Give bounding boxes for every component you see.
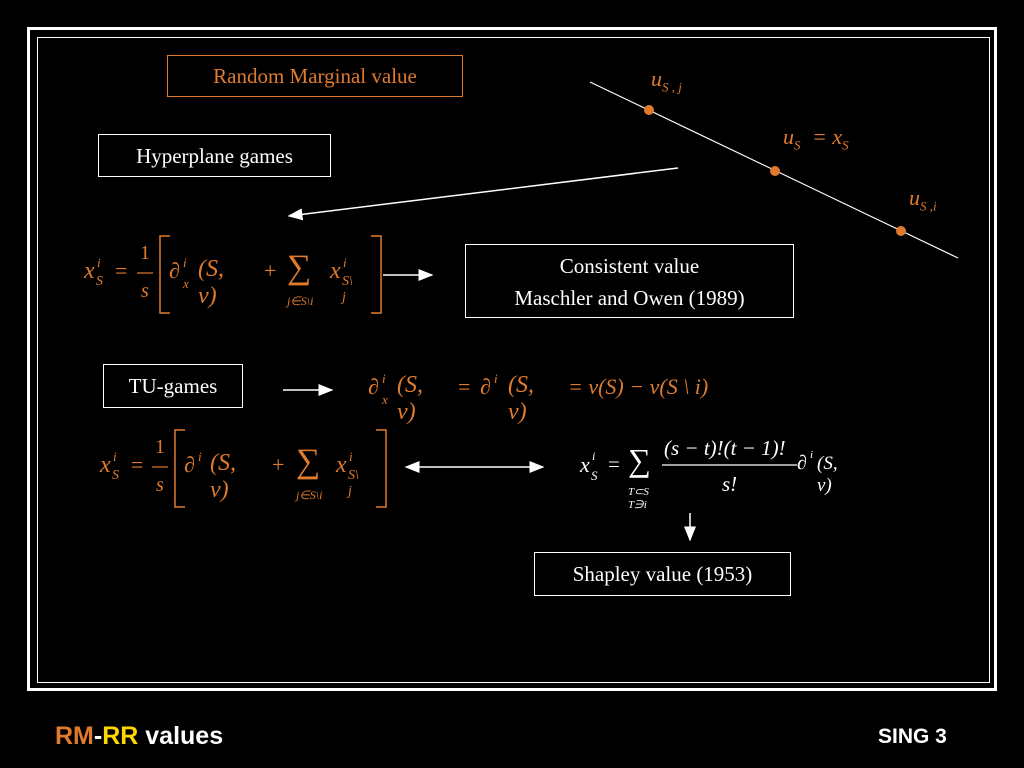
random-marginal-value-label: Random Marginal value bbox=[213, 64, 417, 88]
sh-sub-s: S bbox=[591, 468, 598, 483]
consistent-value-label: Consistent value bbox=[559, 254, 700, 278]
f1-sum-sub: j∈S\i bbox=[287, 294, 314, 308]
tu-s-v: (S, v) bbox=[397, 372, 423, 425]
f1-partial: ∂ bbox=[169, 258, 180, 283]
sh-x: x bbox=[580, 452, 590, 477]
f1-x2: x bbox=[330, 258, 341, 284]
f1-eq: = bbox=[115, 258, 128, 283]
f1-s-v: (S, v) bbox=[198, 256, 224, 309]
random-marginal-value-box: Random Marginal value bbox=[167, 55, 463, 97]
tu-partial: ∂ bbox=[368, 374, 379, 399]
f2-s-v: (S, v) bbox=[210, 450, 236, 503]
f1-one: 1 bbox=[140, 242, 150, 264]
sh-partial-sup: i bbox=[810, 449, 814, 461]
tu-s-v2: (S, v) bbox=[508, 372, 534, 425]
f2-partial: ∂ bbox=[184, 452, 195, 477]
slide-footer-label: SING 3 bbox=[878, 725, 947, 748]
tu-partial-sup: i bbox=[382, 371, 386, 386]
f2-sup-i: i bbox=[113, 449, 117, 464]
f2-partial-sup: i bbox=[198, 449, 202, 464]
f1-s: s bbox=[141, 280, 149, 302]
sh-eq: = bbox=[608, 452, 620, 476]
tu-games-box: TU-games bbox=[103, 364, 243, 408]
title-rr: RR bbox=[102, 722, 139, 750]
f1-plus: + bbox=[264, 258, 277, 283]
f2-x: x bbox=[100, 452, 111, 478]
maschler-owen-label: Maschler and Owen (1989) bbox=[514, 286, 745, 311]
f1-sub-s: S bbox=[96, 274, 103, 289]
bracket-left-1 bbox=[159, 235, 170, 314]
f1-x2-sup: i bbox=[343, 255, 347, 270]
f1-sup-i: i bbox=[97, 255, 101, 270]
sh-sup-i: i bbox=[592, 449, 596, 463]
point-u-s-x-s bbox=[770, 166, 780, 176]
consistent-value-box: Consistent value Maschler and Owen (1989… bbox=[465, 244, 794, 318]
label-u-s-i: uS ,i bbox=[909, 185, 937, 214]
sh-s-v: (S, v) bbox=[817, 453, 838, 496]
slide-title: RM-RR values bbox=[55, 722, 223, 751]
point-u-s-i bbox=[896, 226, 906, 236]
sh-sum-sub2: T∋i bbox=[628, 499, 647, 511]
tu-partial2: ∂ bbox=[480, 374, 491, 399]
f2-x2-sup: i bbox=[349, 449, 353, 464]
bracket-left-2 bbox=[174, 429, 185, 508]
f2-eq: = bbox=[131, 452, 144, 477]
slide-inner-frame bbox=[37, 37, 990, 683]
f1-partial-sub: x bbox=[183, 276, 189, 291]
f2-sum-sub: j∈S\i bbox=[296, 488, 323, 502]
point-u-s-j bbox=[644, 105, 654, 115]
arrow-to-formula bbox=[287, 167, 679, 221]
f2-x2-sub: S\ j bbox=[348, 468, 359, 499]
label-u-s-equals-x-s: uS = xS bbox=[783, 124, 849, 153]
sh-denominator: s! bbox=[722, 472, 738, 496]
title-rm: RM bbox=[55, 722, 94, 750]
f1-partial-sup: i bbox=[183, 255, 187, 270]
f2-one: 1 bbox=[155, 436, 165, 458]
sh-sum-sub1: T⊂S bbox=[628, 486, 649, 498]
f1-sum: ∑ bbox=[287, 249, 312, 286]
f1-x: x bbox=[84, 258, 95, 284]
bracket-right-2 bbox=[376, 429, 387, 508]
tu-games-label: TU-games bbox=[128, 374, 218, 398]
hyperplane-games-box: Hyperplane games bbox=[98, 134, 331, 177]
tu-partial-sub: x bbox=[382, 392, 388, 407]
shapley-value-box: Shapley value (1953) bbox=[534, 552, 791, 596]
sh-sum: ∑ bbox=[628, 442, 651, 478]
shapley-value-label: Shapley value (1953) bbox=[572, 562, 753, 586]
title-rest: values bbox=[138, 722, 224, 750]
hyperplane-games-label: Hyperplane games bbox=[136, 144, 293, 168]
f2-plus: + bbox=[272, 452, 285, 477]
tu-eq: = bbox=[458, 374, 471, 399]
tu-rhs: = v(S) − v(S \ i) bbox=[568, 374, 709, 399]
f2-sub-s: S bbox=[112, 468, 119, 483]
title-dash: - bbox=[93, 722, 103, 750]
f2-sum: ∑ bbox=[296, 443, 321, 480]
f1-x2-sub: S\ j bbox=[342, 274, 353, 305]
slide-outer-frame bbox=[27, 27, 997, 691]
f2-s: s bbox=[156, 474, 164, 496]
sh-numerator: (s − t)!(t − 1)! bbox=[664, 436, 786, 460]
sh-partial: ∂ bbox=[797, 452, 807, 474]
label-u-s-j: uS , j bbox=[651, 66, 682, 95]
tu-partial2-sup: i bbox=[494, 371, 498, 386]
bracket-right-1 bbox=[371, 235, 382, 314]
f2-x2: x bbox=[336, 452, 347, 478]
